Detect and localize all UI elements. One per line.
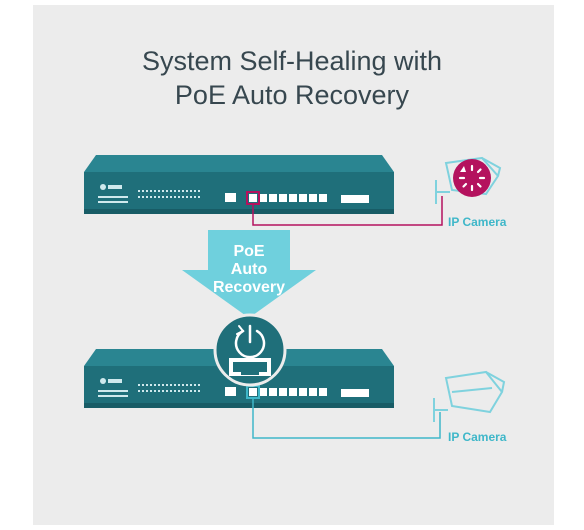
title-line-2: PoE Auto Recovery xyxy=(174,80,410,110)
arrow-text-line-3: Recovery xyxy=(213,279,285,296)
arrow-text-line-1: PoE xyxy=(233,243,264,260)
switch-logo-icon xyxy=(98,184,128,203)
fault-icon xyxy=(453,159,491,197)
down-arrow: PoE Auto Recovery xyxy=(182,230,316,318)
top-switch xyxy=(84,155,394,214)
console-port xyxy=(225,387,236,396)
ethernet-ports xyxy=(249,194,327,202)
sfp-slot xyxy=(341,389,369,397)
switch-logo-icon xyxy=(98,378,128,397)
fault-connection-line xyxy=(252,196,443,226)
led-dots xyxy=(138,384,200,392)
recovery-icon xyxy=(234,324,266,359)
sfp-slot xyxy=(341,195,369,203)
bottom-camera-label: IP Camera xyxy=(448,430,507,444)
console-port xyxy=(225,193,236,202)
led-dots xyxy=(138,190,200,198)
recovered-connection-line xyxy=(252,398,441,439)
arrow-text-line-2: Auto xyxy=(231,261,268,278)
bottom-camera-icon xyxy=(433,370,506,422)
top-camera-label: IP Camera xyxy=(448,215,507,229)
title-line-1: System Self-Healing with xyxy=(141,46,443,76)
port-magnifier xyxy=(213,313,287,387)
page-title: System Self-Healing with PoE Auto Recove… xyxy=(0,44,584,112)
ethernet-ports xyxy=(249,388,327,396)
